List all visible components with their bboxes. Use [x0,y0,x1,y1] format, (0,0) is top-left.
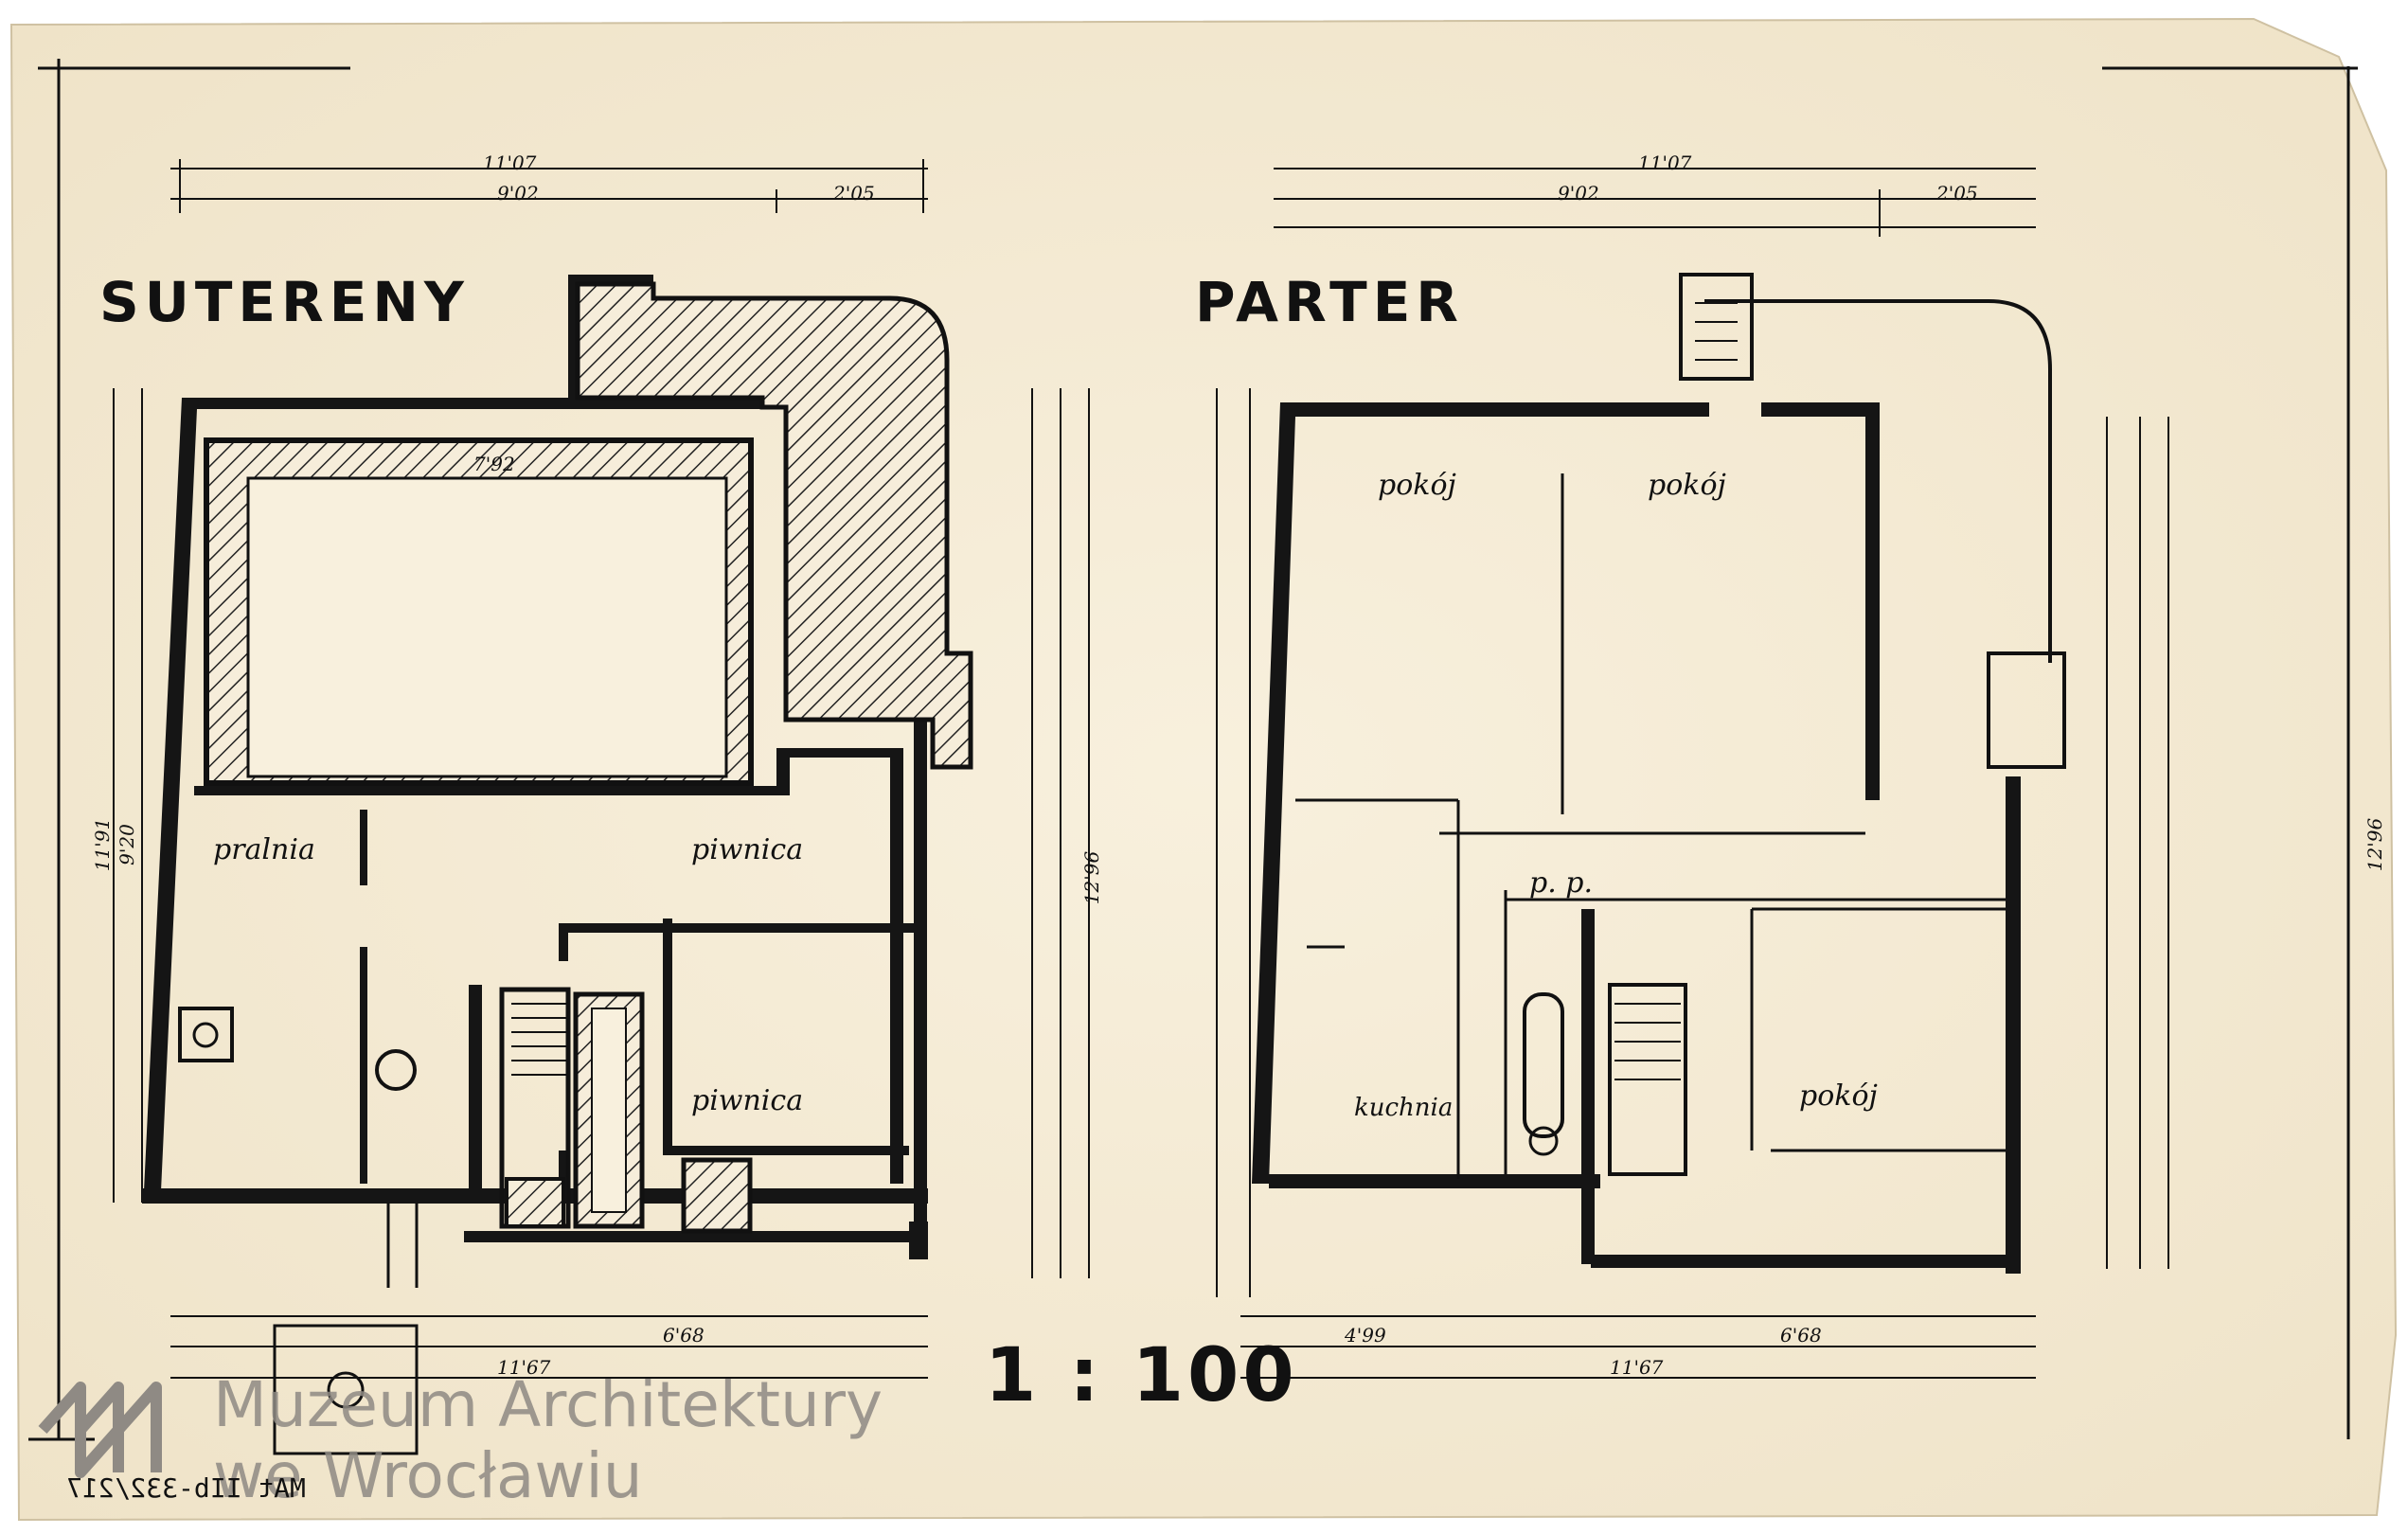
watermark-logo [38,1373,189,1487]
dim-bottom-b: 6'68 [663,1324,705,1347]
dim-parter-top-b: 2'05 [1936,182,1978,205]
dim-height-total: 12'96 [1080,850,1104,905]
dim-parter-bottom-b: 6'68 [1780,1324,1822,1347]
watermark-line-2: we Wrocławiu [213,1439,643,1512]
room-label-kuchnia: kuchnia [1354,1094,1454,1122]
dim-room-width: 7'92 [473,453,515,475]
dim-top-total: 11'07 [483,152,537,174]
room-label-pralnia: pralnia [213,833,315,866]
dim-parter-bottom-a: 4'99 [1345,1324,1386,1347]
dim-bottom-total: 11'67 [497,1356,551,1379]
room-label-piwnica-bottom: piwnica [691,1084,804,1117]
dim-parter-bottom-total: 11'67 [1610,1356,1664,1379]
frame [28,59,2358,1441]
dim-top-b: 2'05 [833,182,875,205]
watermark-line-1: Muzeum Architektury [213,1368,883,1441]
room-label-piwnica-top: piwnica [691,833,804,866]
sutereny-plan [113,159,1090,1455]
room-label-pokoj-2: pokój [1648,469,1726,502]
dim-parter-top-total: 11'07 [1638,152,1692,174]
dim-parter-top-a: 9'02 [1558,182,1599,205]
sutereny-title: SUTERENY [99,270,470,334]
dim-height-left: 11'91 [91,817,115,872]
dim-parter-height-total: 12'96 [2363,817,2387,872]
dim-height-b: 9'20 [115,824,138,865]
inventory-number: MAt IIb-332/217 [66,1472,306,1504]
parter-title: PARTER [1195,270,1464,334]
room-label-pokoj-3: pokój [1799,1079,1878,1113]
room-label-pokoj-1: pokój [1378,469,1456,502]
dim-top-a: 9'02 [497,182,539,205]
scale-label: 1 : 100 [985,1333,1298,1418]
parter-plan [1216,168,2169,1379]
room-label-pp: p. p. [1529,866,1594,900]
